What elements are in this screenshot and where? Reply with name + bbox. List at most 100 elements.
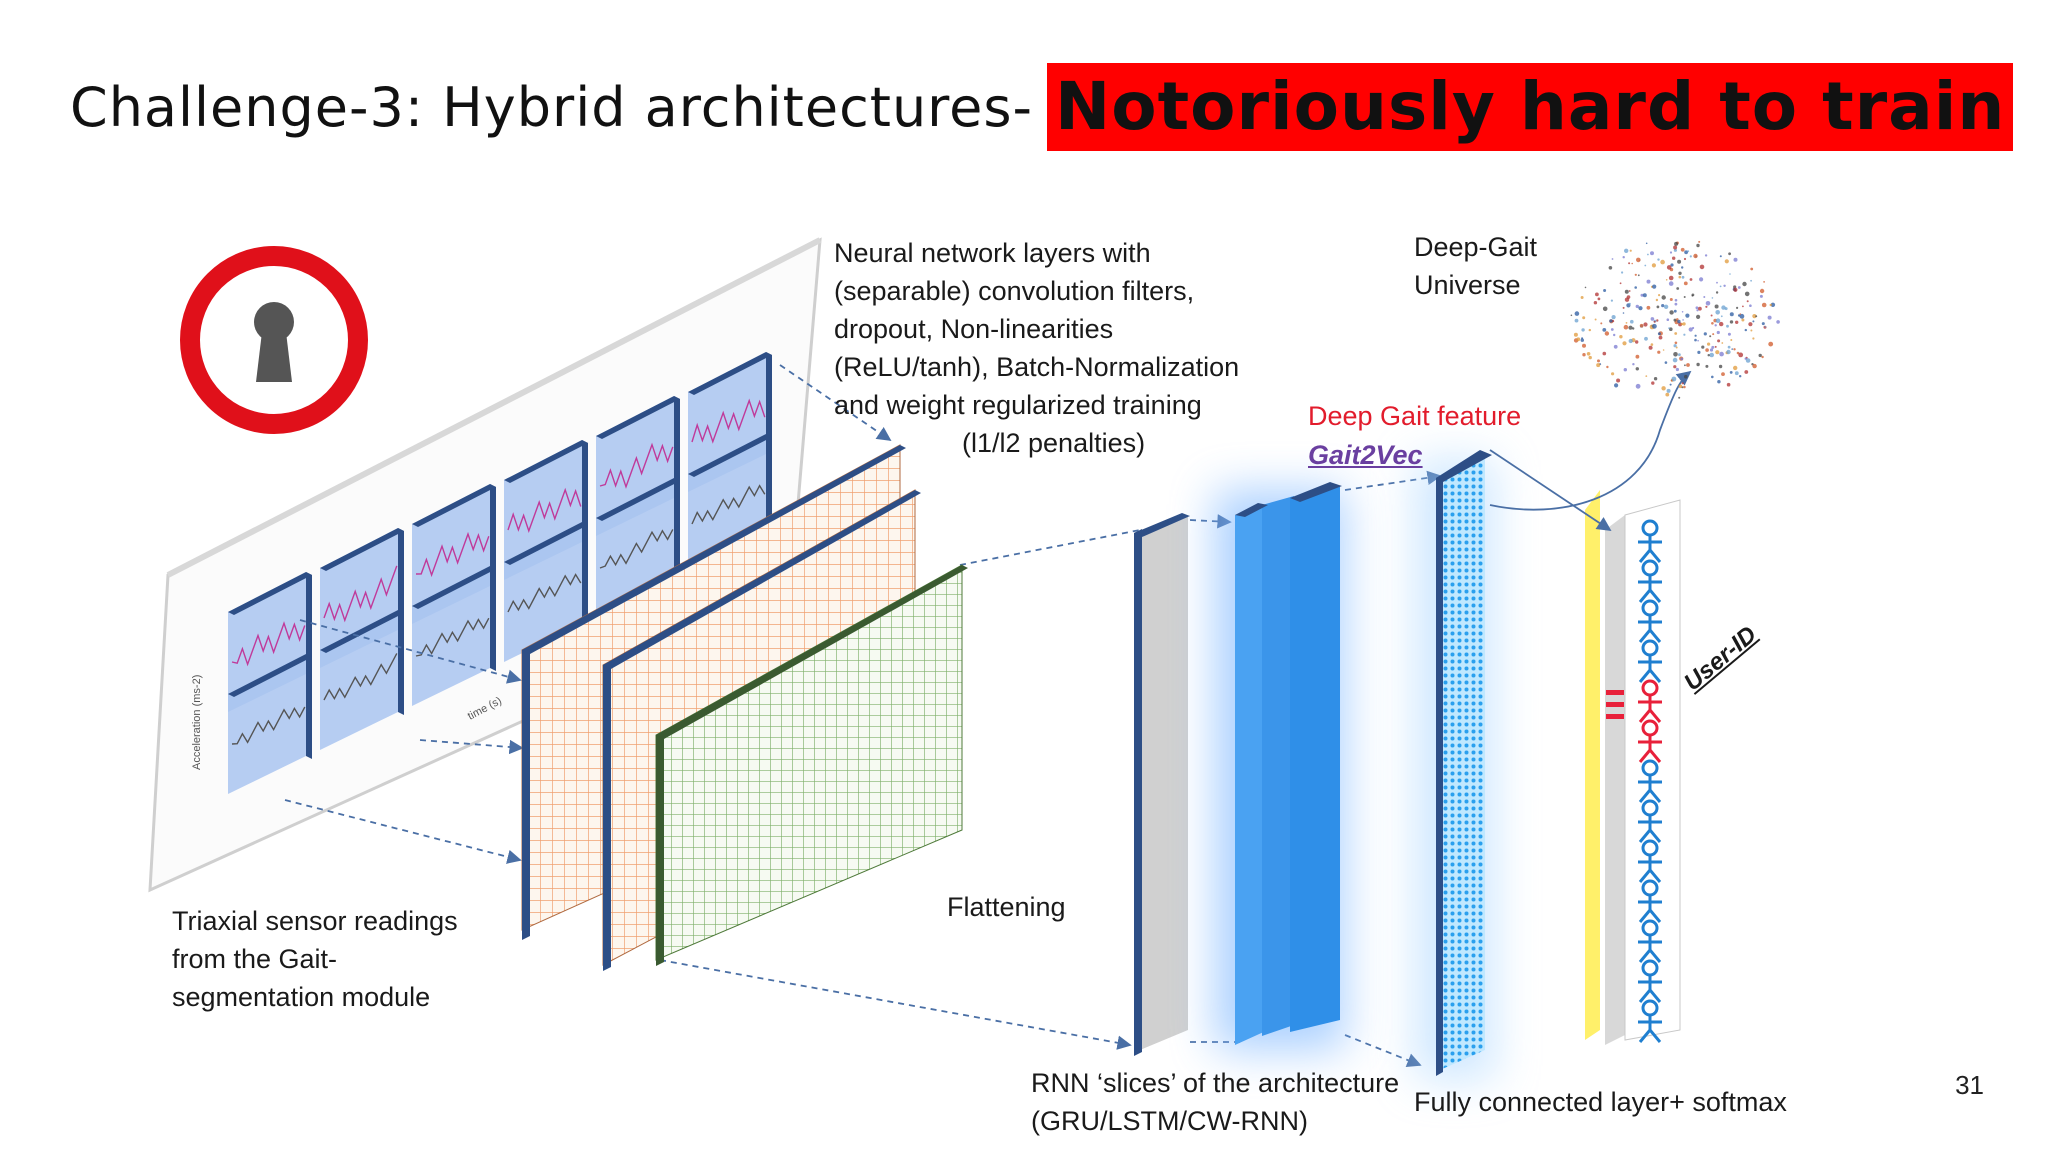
scatter-point [1719, 351, 1724, 357]
scatter-point [1661, 304, 1665, 308]
scatter-point [1602, 328, 1607, 332]
scatter-point [1656, 305, 1660, 309]
user-icon [1638, 879, 1662, 923]
scatter-point [1761, 302, 1767, 308]
scatter-point [1717, 339, 1721, 343]
scatter-point [1660, 259, 1665, 265]
scatter-point [1719, 255, 1722, 258]
scatter-point [1632, 363, 1635, 366]
scatter-point [1674, 332, 1678, 335]
scatter-point [1696, 314, 1701, 319]
scatter-point [1628, 290, 1631, 292]
scatter-point [1653, 377, 1658, 381]
user-icon [1638, 959, 1662, 1003]
scatter-point [1608, 266, 1613, 270]
scatter-point [1613, 333, 1616, 337]
scatter-point [1635, 340, 1639, 344]
scatter-point [1712, 333, 1715, 336]
scatter-point [1665, 279, 1668, 281]
scatter-point [1582, 316, 1586, 320]
scatter-point [1768, 341, 1774, 347]
scatter-point [1703, 296, 1706, 298]
scatter-point [1603, 289, 1607, 292]
scatter-point [1750, 279, 1752, 282]
scatter-point [1673, 248, 1677, 252]
scatter-point [1711, 297, 1714, 299]
scatter-point [1719, 285, 1722, 288]
scatter-point [1666, 388, 1671, 393]
scatter-point [1623, 324, 1629, 330]
rnn-slices-label: RNN ‘slices’ of the architecture (GRU/LS… [1031, 1068, 1400, 1136]
scatter-point [1691, 293, 1695, 297]
softmax-layer [1585, 490, 1681, 1045]
scatter-point [1704, 254, 1708, 257]
scatter-point [1611, 258, 1614, 260]
scatter-point [1703, 332, 1707, 336]
scatter-point [1717, 380, 1721, 384]
user-icon [1638, 519, 1662, 563]
scatter-point [1755, 315, 1758, 318]
scatter-point [1733, 348, 1736, 351]
scatter-point [1671, 376, 1677, 382]
scatter-point [1657, 332, 1661, 336]
scatter-point [1711, 345, 1715, 349]
scatter-point [1678, 275, 1682, 279]
scatter-point [1694, 338, 1697, 342]
scatter-point [1634, 273, 1637, 276]
scatter-point [1650, 343, 1654, 346]
scatter-point [1705, 305, 1708, 308]
scatter-point [1652, 323, 1657, 329]
user-icon [1638, 559, 1662, 603]
scatter-point [1593, 301, 1598, 305]
scatter-point [1752, 363, 1757, 369]
scatter-point [1697, 339, 1699, 342]
scatter-point [1770, 302, 1776, 307]
scatter-point [1613, 344, 1618, 349]
user-icon [1638, 799, 1662, 843]
scatter-point [1675, 367, 1679, 372]
user-icon [1638, 759, 1662, 803]
scatter-point [1737, 286, 1741, 289]
flatten-layer [1134, 513, 1190, 1056]
scatter-point [1662, 349, 1665, 351]
scatter-point [1576, 337, 1581, 342]
scatter-point [1595, 292, 1599, 297]
scatter-point [1651, 381, 1655, 385]
scatter-point [1622, 306, 1625, 309]
scatter-point [1623, 368, 1628, 372]
scatter-point [1570, 314, 1573, 317]
scatter-point [1698, 240, 1701, 243]
scatter-point [1693, 253, 1698, 259]
scatter-point [1625, 322, 1628, 324]
scatter-point [1695, 306, 1699, 310]
scatter-point [1767, 315, 1772, 320]
scatter-point [1748, 322, 1753, 327]
scatter-point [1628, 262, 1631, 265]
sensor-panel [504, 522, 588, 662]
scatter-point [1759, 288, 1765, 294]
scatter-point [1622, 312, 1625, 314]
scatter-point [1752, 337, 1755, 340]
scatter-point [1719, 321, 1724, 327]
title-highlight: Notoriously hard to train [1047, 63, 2014, 151]
scatter-point [1611, 315, 1616, 320]
scatter-point [1688, 327, 1693, 332]
scatter-point [1673, 365, 1677, 369]
scatter-point [1761, 322, 1765, 326]
scatter-point [1716, 330, 1720, 335]
scatter-point [1669, 310, 1674, 315]
scatter-point [1685, 313, 1690, 318]
scatter-point [1746, 300, 1749, 303]
scatter-point [1721, 372, 1725, 376]
scatter-point [1738, 352, 1744, 358]
scatter-point [1726, 324, 1729, 328]
scatter-point [1752, 320, 1755, 323]
scatter-point [1677, 259, 1682, 264]
scatter-point [1666, 318, 1670, 322]
scatter-point [1741, 318, 1745, 322]
scatter-point [1750, 329, 1753, 332]
scatter-point [1580, 338, 1585, 342]
scatter-point [1684, 250, 1688, 255]
scatter-point [1698, 306, 1702, 311]
scatter-point [1739, 313, 1742, 315]
